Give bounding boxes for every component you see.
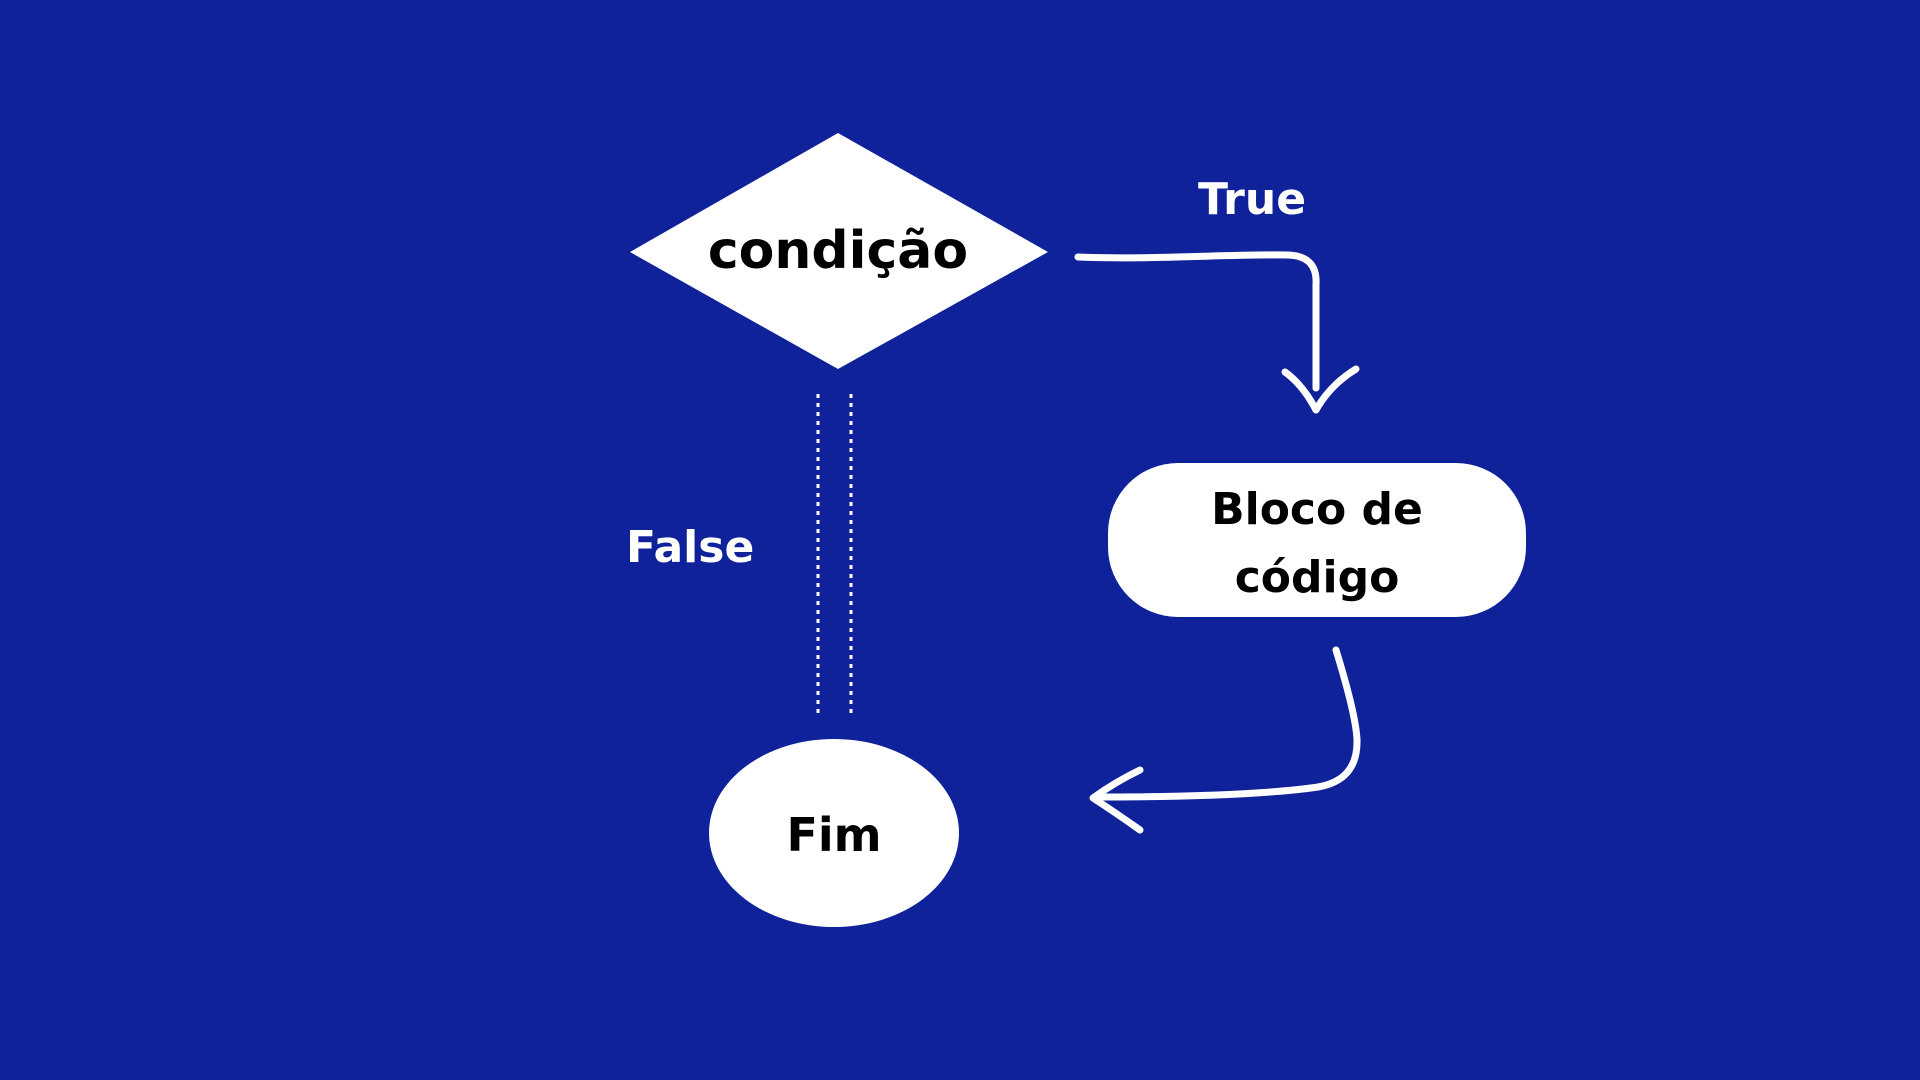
return-arrow-head — [1089, 766, 1144, 834]
decision-diamond — [630, 133, 1048, 369]
process-box — [1108, 463, 1526, 617]
process-label: Bloco de código — [1211, 484, 1423, 603]
true-edge-label: True — [1198, 174, 1307, 225]
true-arrow-head — [1281, 365, 1360, 414]
return-arrow-line — [1091, 646, 1361, 801]
false-edge-label: False — [626, 522, 755, 573]
end-ellipse — [709, 739, 959, 927]
end-label: Fim — [786, 808, 882, 862]
decision-label: condição — [707, 221, 969, 281]
true-arrow-line — [1074, 251, 1320, 392]
